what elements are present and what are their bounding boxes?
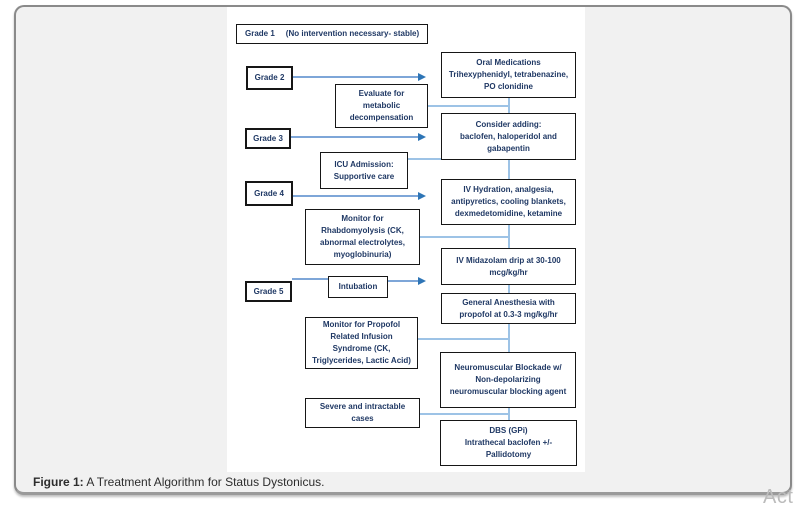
connector-oral-consider xyxy=(508,98,510,113)
node-dbs-pallidotomy: DBS (GPi)Intrathecal baclofen +/-Pallido… xyxy=(440,420,577,466)
node-intubation: Intubation xyxy=(328,276,388,298)
node-consider-adding: Consider adding:baclofen, haloperidol an… xyxy=(441,113,576,160)
arrowhead-intubation-icon xyxy=(418,277,426,285)
figure-caption-label: Figure 1: xyxy=(33,475,84,489)
watermark-text: Act xyxy=(763,486,794,508)
connector-evaluate xyxy=(428,105,508,107)
connector-midazolam-anesthesia xyxy=(508,285,510,293)
connector-grade3-consider xyxy=(291,136,419,138)
node-icu-admission: ICU Admission:Supportive care xyxy=(320,152,408,189)
connector-intubation-midazolam xyxy=(388,280,418,282)
connector-grade4-hydration xyxy=(293,195,419,197)
arrowhead-grade3-icon xyxy=(418,133,426,141)
grade-1-label: Grade 1 xyxy=(245,29,275,38)
connector-icu xyxy=(408,158,441,160)
figure-card: Grade 1 (No intervention necessary- stab… xyxy=(14,5,792,495)
connector-anesthesia-neuro xyxy=(508,324,510,352)
connector-grade5-intubation xyxy=(292,278,328,280)
node-grade-2: Grade 2 xyxy=(246,66,293,90)
arrowhead-grade4-icon xyxy=(418,192,426,200)
figure-caption-text: A Treatment Algorithm for Status Dystoni… xyxy=(83,475,325,489)
node-grade-5: Grade 5 xyxy=(245,281,292,302)
connector-grade2-oral xyxy=(293,76,419,78)
flowchart-panel: Grade 1 (No intervention necessary- stab… xyxy=(227,7,585,472)
connector-consider-hydration xyxy=(508,160,510,179)
arrowhead-grade2-icon xyxy=(418,73,426,81)
connector-rhabdomyolysis xyxy=(420,236,508,238)
grade-1-note: (No intervention necessary- stable) xyxy=(285,29,420,38)
node-grade-1: Grade 1 (No intervention necessary- stab… xyxy=(236,24,428,44)
node-iv-hydration: IV Hydration, analgesia,antipyretics, co… xyxy=(441,179,576,225)
node-grade-4: Grade 4 xyxy=(245,181,293,206)
figure-caption: Figure 1: A Treatment Algorithm for Stat… xyxy=(33,475,324,489)
connector-neuro-dbs xyxy=(508,408,510,420)
connector-hydration-midazolam xyxy=(508,225,510,248)
node-neuromuscular-blockade: Neuromuscular Blockade w/Non-depolarizin… xyxy=(440,352,576,408)
connector-propofol xyxy=(418,338,508,340)
node-grade-3: Grade 3 xyxy=(245,128,291,149)
connector-severe xyxy=(420,413,508,415)
